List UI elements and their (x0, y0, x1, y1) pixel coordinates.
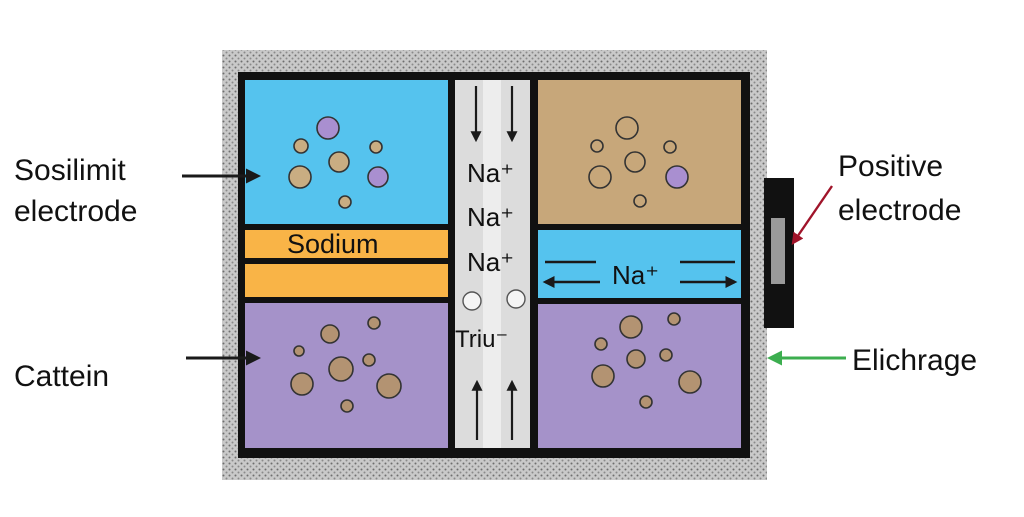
label-right-bottom: Elichrage (852, 344, 977, 377)
particles-right-purple (591, 312, 702, 409)
label-separator: Triu⁻ (455, 326, 508, 353)
terminal-contact (771, 218, 785, 284)
label-na-1: Na⁺ (467, 158, 514, 188)
label-left-bottom: Cattein (14, 360, 109, 393)
sodium-layer-bottom (245, 264, 448, 297)
label-left-top-line2: electrode (14, 195, 137, 228)
label-right-top-line2: electrode (838, 194, 961, 227)
right-band-arrows (542, 260, 738, 288)
right-blue-region (538, 230, 741, 298)
separator-ions (462, 289, 526, 311)
label-left-top-line1: Sosilimit (14, 154, 126, 187)
label-na-2: Na⁺ (467, 202, 514, 232)
arrow-icon (791, 185, 833, 245)
separator-arrows (470, 86, 518, 440)
sodium-layer-top (245, 230, 448, 258)
particles-left-purple (290, 316, 402, 413)
label-na-right: Na⁺ (612, 260, 659, 290)
label-right-top-line1: Positive (838, 150, 943, 183)
label-na-3: Na⁺ (467, 247, 514, 277)
label-sodium: Sodium (287, 229, 379, 259)
particles-left-blue (288, 116, 389, 209)
particles-right-tan (588, 116, 689, 208)
